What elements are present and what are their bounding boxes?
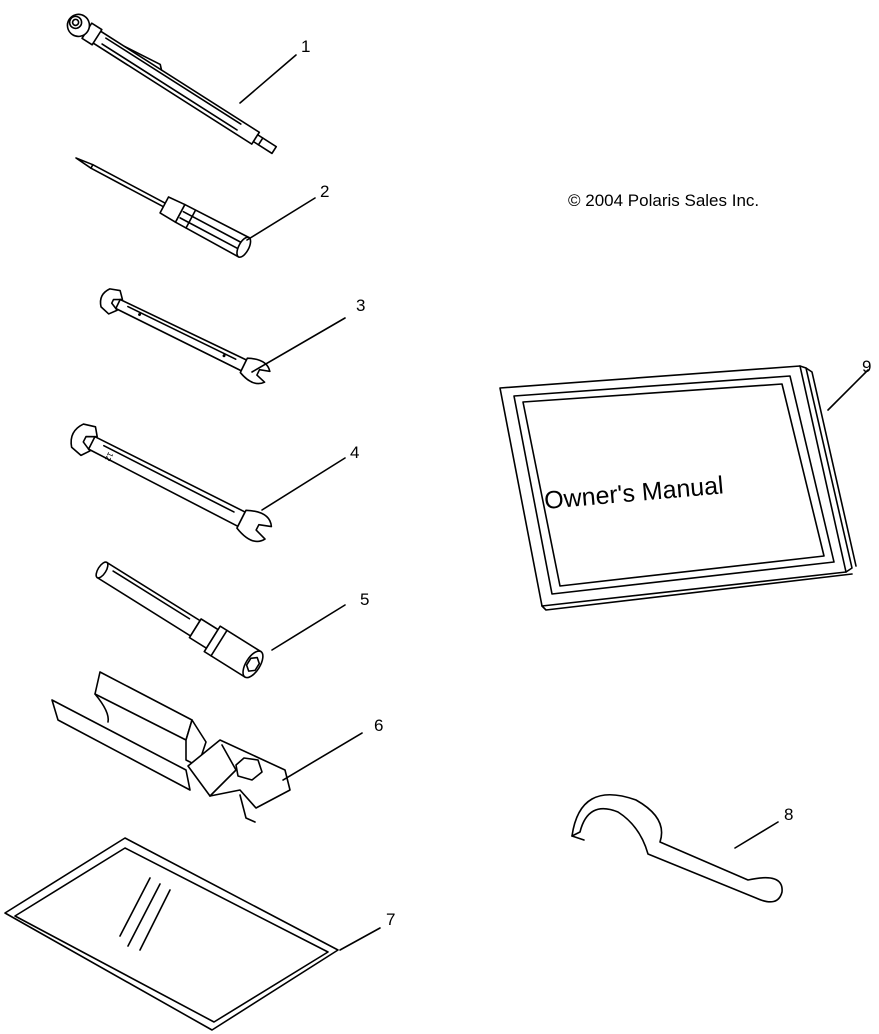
callout-5: 5 (360, 590, 369, 609)
callout-7: 7 (386, 910, 395, 929)
part-1-tire-gauge: 1 (66, 13, 310, 155)
part-9-owners-manual: Owner's Manual 9 (499, 357, 871, 611)
callout-1: 1 (301, 37, 310, 56)
callout-8: 8 (784, 805, 793, 824)
part-8-spanner-wrench: 8 (571, 793, 793, 903)
callout-6: 6 (374, 716, 383, 735)
callout-9: 9 (862, 357, 871, 376)
part-4-wrench-large: 12 4 (70, 423, 359, 543)
part-6-combination-tool: 6 (51, 671, 383, 823)
part-2-screwdriver: 2 (75, 157, 329, 258)
callout-3: 3 (356, 296, 365, 315)
callout-2: 2 (320, 182, 329, 201)
copyright-text: © 2004 Polaris Sales Inc. (568, 191, 759, 210)
callout-4: 4 (350, 443, 359, 462)
part-3-wrench-small: 3 (99, 288, 365, 385)
part-7-parts-bag: 7 (4, 837, 395, 1031)
part-5-spark-plug-socket: 5 (95, 561, 369, 679)
